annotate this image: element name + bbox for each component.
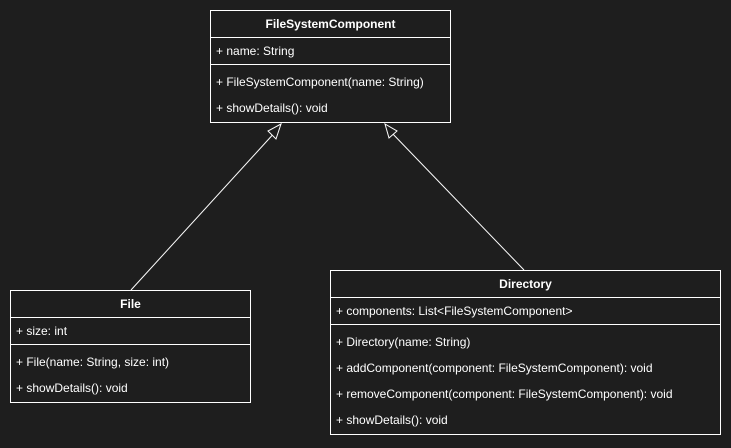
- edge-file-to-filesystemcomponent[interactable]: [130, 129, 278, 291]
- operations-section: + Directory(name: String) + addComponent…: [331, 324, 720, 433]
- operation-row: + showDetails(): void: [216, 101, 328, 115]
- operation-row: + showDetails(): void: [16, 381, 128, 395]
- operation-row: + Directory(name: String): [336, 335, 471, 349]
- class-filesystemcomponent[interactable]: FileSystemComponent + name: String + Fil…: [210, 10, 451, 123]
- edge-directory-to-filesystemcomponent[interactable]: [389, 130, 525, 271]
- operation-row: + removeComponent(component: FileSystemC…: [336, 387, 673, 401]
- attribute-row: + size: int: [16, 324, 68, 338]
- attributes-section: + name: String: [211, 38, 450, 64]
- class-name: File: [11, 291, 250, 318]
- attributes-section: + size: int: [11, 318, 250, 344]
- operation-row: + File(name: String, size: int): [16, 355, 170, 369]
- attribute-row: + components: List<FileSystemComponent>: [336, 304, 573, 318]
- attribute-row: + name: String: [216, 44, 295, 58]
- operation-row: + showDetails(): void: [336, 413, 448, 427]
- generalization-arrowhead-file: [267, 122, 282, 140]
- class-name: FileSystemComponent: [211, 11, 450, 38]
- attributes-section: + components: List<FileSystemComponent>: [331, 298, 720, 324]
- operations-section: + File(name: String, size: int) + showDe…: [11, 344, 250, 401]
- operations-section: + FileSystemComponent(name: String) + sh…: [211, 64, 450, 121]
- operation-row: + addComponent(component: FileSystemComp…: [336, 361, 653, 375]
- class-file[interactable]: File + size: int + File(name: String, si…: [10, 290, 251, 403]
- class-name: Directory: [331, 271, 720, 298]
- class-directory[interactable]: Directory + components: List<FileSystemC…: [330, 270, 721, 435]
- generalization-arrowhead-directory: [384, 122, 398, 139]
- operation-row: + FileSystemComponent(name: String): [216, 75, 424, 89]
